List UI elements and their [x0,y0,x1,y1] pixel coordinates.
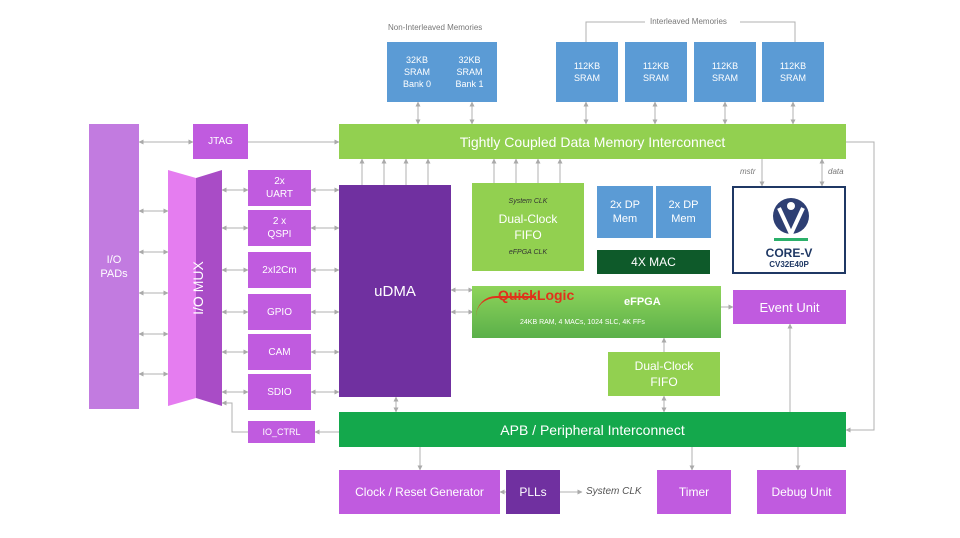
mac-block: 4X MAC [597,250,710,274]
efpga-label: eFPGA [624,296,661,308]
data-caption: data [828,167,844,176]
interleaved-sram-2: 112KB SRAM [625,42,687,102]
uart-block: 2x UART [248,170,311,206]
quicklogic-logo: QuickLogic [498,287,575,303]
fifo-top-label: Dual-Clock FIFO [498,212,558,242]
timer-block: Timer [657,470,731,514]
debug-unit: Debug Unit [757,470,846,514]
sram-bank-0: 32KB SRAM Bank 0 [387,42,447,102]
core-v-block: CORE-V CV32E40P [732,186,846,274]
dual-clock-fifo-top: System CLK Dual-Clock FIFO eFPGA CLK [472,183,584,271]
efpga-block: QuickLogic eFPGA 24KB RAM, 4 MACs, 1024 … [472,286,721,338]
sdio-block: SDIO [248,374,311,410]
dp-mem-2: 2x DP Mem [656,186,711,238]
interleaved-sram-3: 112KB SRAM [694,42,756,102]
dual-clock-fifo-bottom: Dual-Clock FIFO [608,352,720,396]
io-mux [168,170,222,406]
io-pads: I/O PADs [89,124,139,409]
plls-block: PLLs [506,470,560,514]
i2c-block: 2xI2Cm [248,252,311,288]
event-unit: Event Unit [733,290,846,324]
fifo-top-efpga-clk: eFPGA CLK [508,249,548,256]
jtag-block: JTAG [193,124,248,159]
gpio-block: GPIO [248,294,311,330]
interleaved-sram-4: 112KB SRAM [762,42,824,102]
tcdm-interconnect: Tightly Coupled Data Memory Interconnect [339,124,846,159]
apb-interconnect: APB / Peripheral Interconnect [339,412,846,447]
clock-reset-generator: Clock / Reset Generator [339,470,500,514]
udma-block: uDMA [339,185,451,397]
non-interleaved-caption: Non-Interleaved Memories [388,23,483,32]
interleaved-sram-1: 112KB SRAM [556,42,618,102]
quicklogic-swoosh [476,296,536,316]
io-ctrl-block: IO_CTRL [248,421,315,443]
core-v-model: CV32E40P [769,260,809,269]
fifo-top-system-clk: System CLK [508,198,548,205]
qspi-block: 2 x QSPI [248,210,311,246]
efpga-specs: 24KB RAM, 4 MACs, 1024 SLC, 4K FFs [520,319,645,326]
core-v-name: CORE-V [765,246,813,260]
sram-bank-1: 32KB SRAM Bank 1 [442,42,497,102]
io-mux-label: I/O MUX [190,261,206,315]
mstr-caption: mstr [740,167,756,176]
dp-mem-1: 2x DP Mem [597,186,653,238]
cam-block: CAM [248,334,311,370]
system-clk-caption: System CLK [586,486,642,497]
core-v-logo-icon [773,198,809,241]
interleaved-caption: Interleaved Memories [650,17,727,26]
